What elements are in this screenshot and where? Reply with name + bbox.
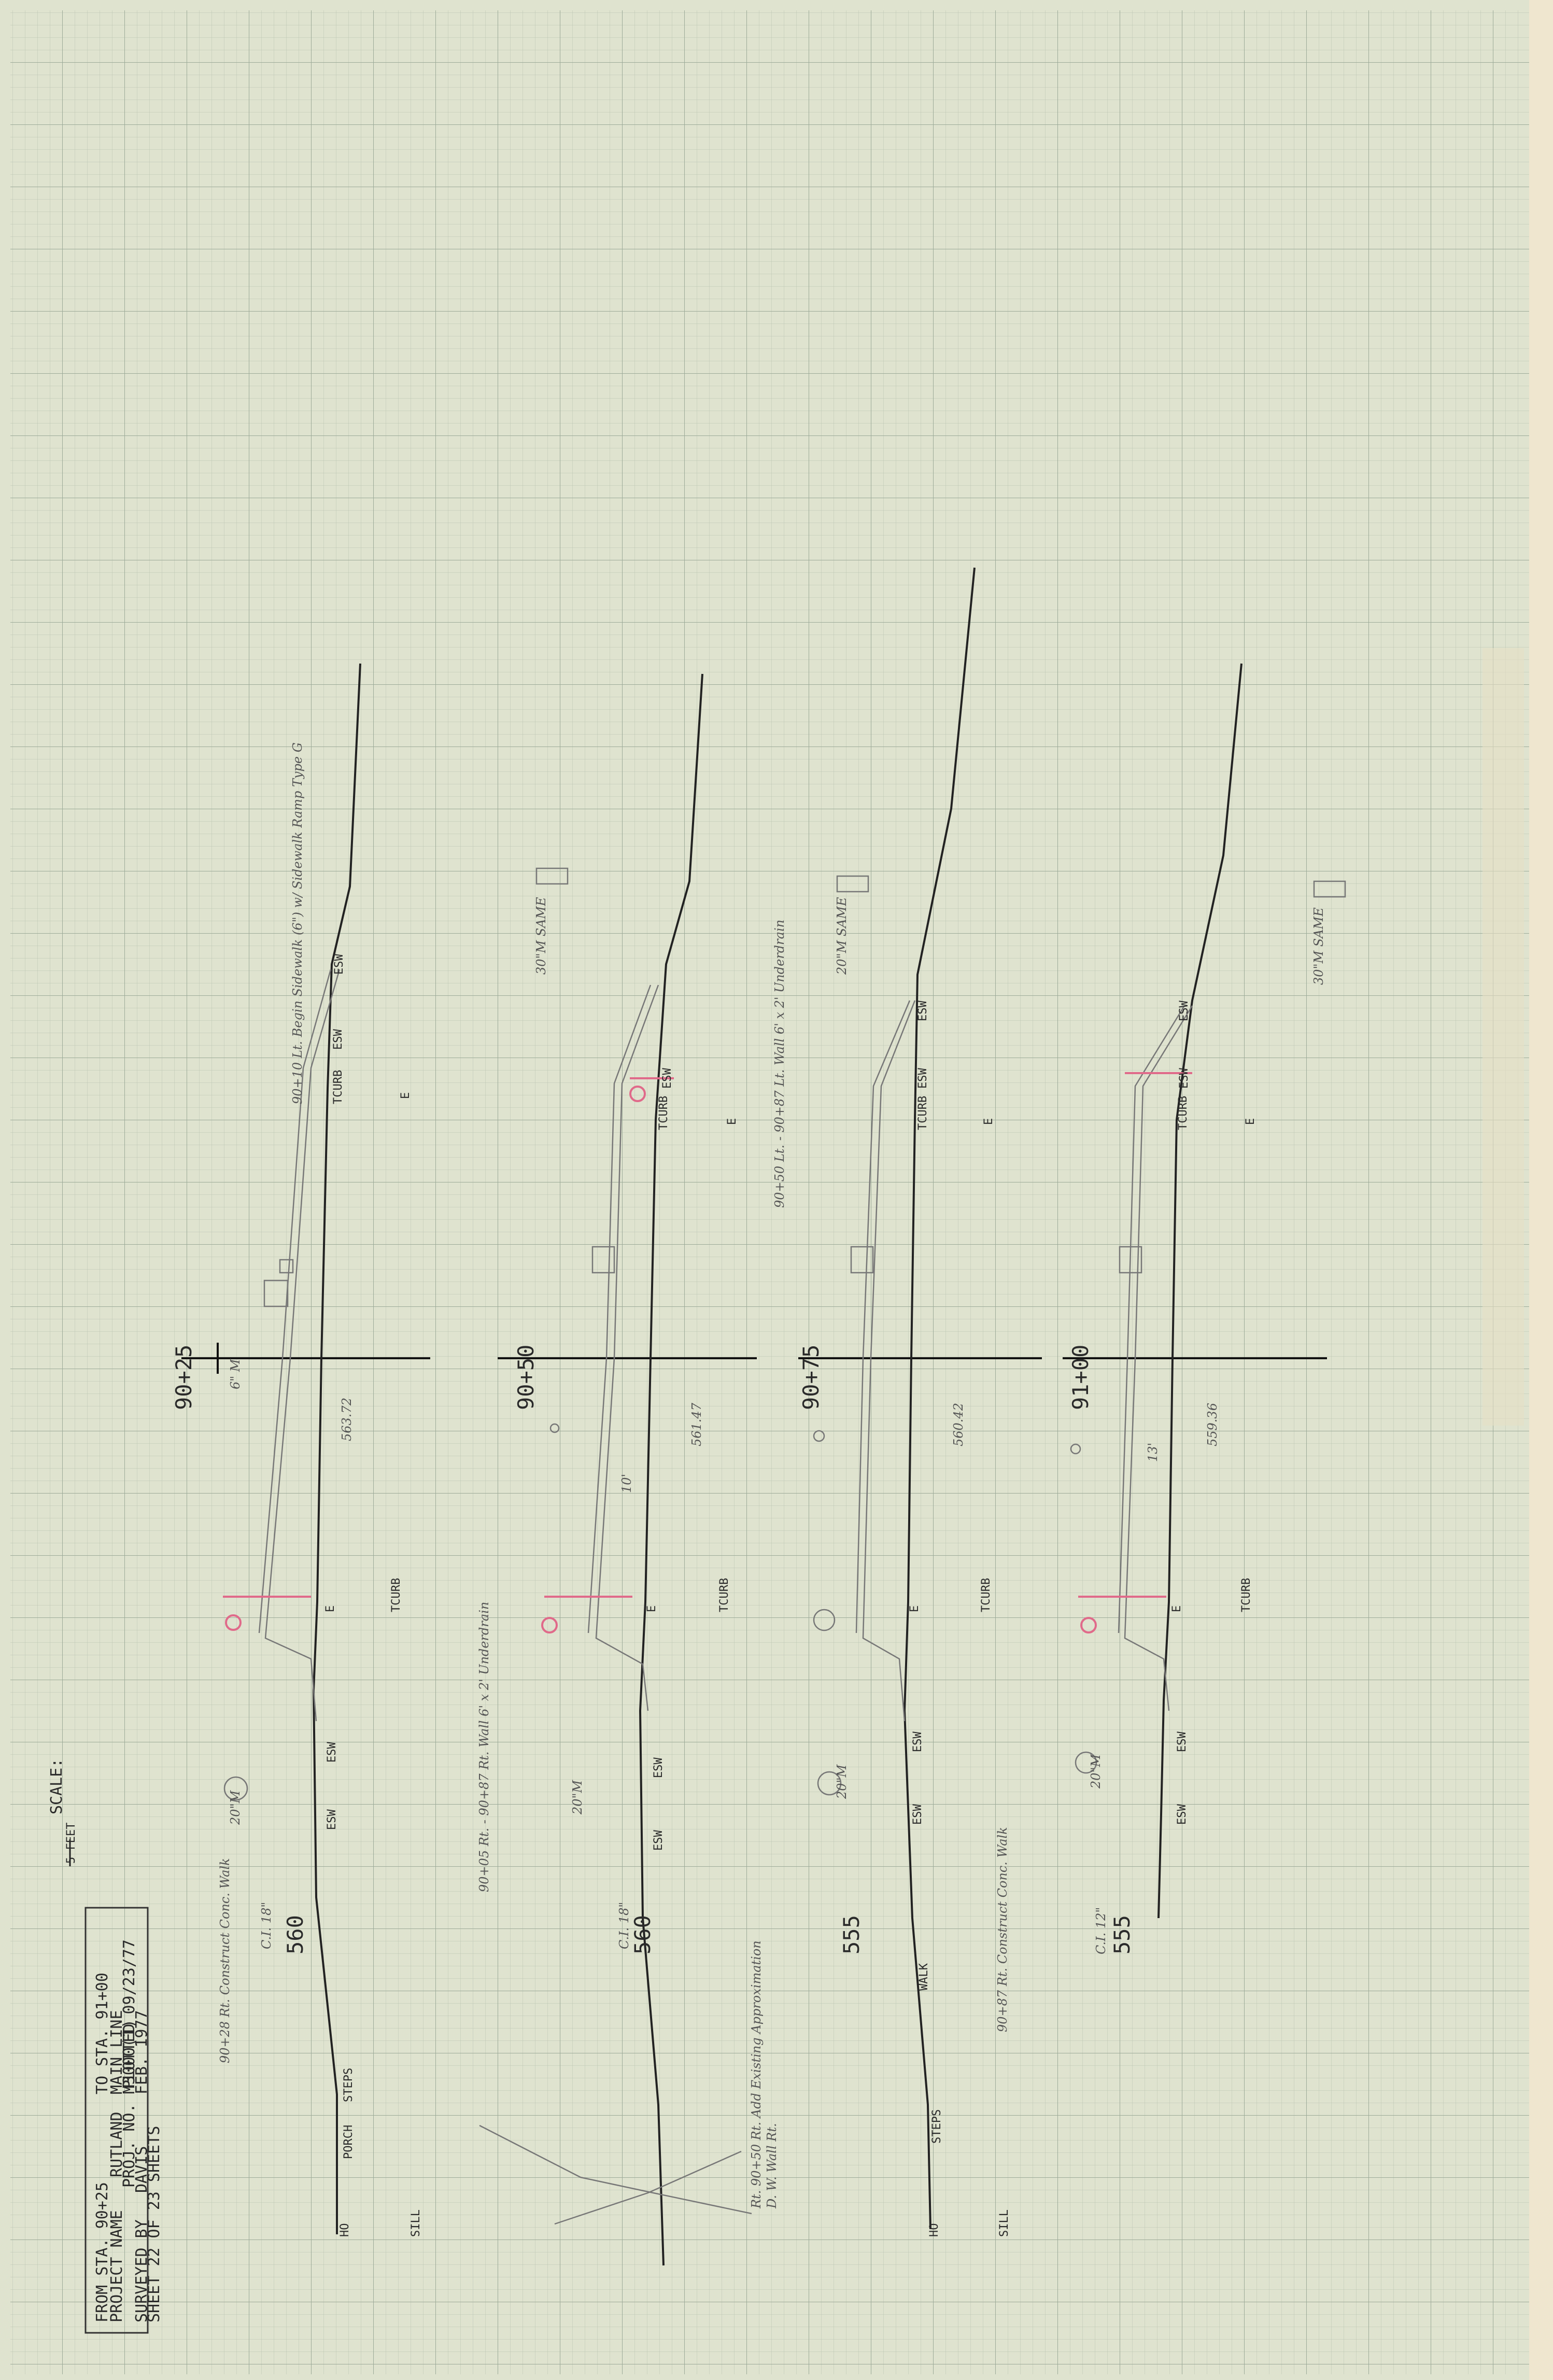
label-e: E [399,1092,412,1099]
elevation-label: 560 [283,1915,308,1954]
handwritten-note: 90+05 Rt. - 90+87 Rt. Wall 6' x 2' Under… [477,1601,491,1892]
handwritten-note: 90+87 Rt. Construct Conc. Walk [995,1827,1010,2032]
label-e: E [908,1605,921,1612]
label-sill: SILL [410,2209,422,2237]
label-ho: HO [338,2223,351,2237]
elevation-label: 555 [1109,1915,1135,1954]
title-sheet: SHEET 22 OF 23 SHEETS [145,2125,163,2322]
grade-value: 13' [1146,1442,1160,1462]
grade-value: 559.36 [1205,1403,1220,1446]
label-tcurb: TCURB [1177,1095,1190,1130]
cross-section-90-75 [798,567,1042,2230]
label-e: E [324,1605,337,1612]
label-walk: WALK [917,1963,930,1991]
label-esw: ESW [1176,1804,1189,1825]
label-esw: ESW [652,1830,665,1851]
station-label: 90+75 [798,1344,824,1410]
label-steps: STEPS [930,2109,943,2144]
label-esw: ESW [1178,1068,1191,1089]
label-esw: ESW [661,1068,674,1089]
pole-symbol [535,867,1346,898]
handwritten-note: Rt. 90+50 Rt. Add Existing Approximation [749,1940,764,2208]
label-esw: ESW [911,1731,924,1752]
grade-value: 10' [619,1473,634,1493]
grade-value: 20"M [228,1790,243,1825]
title-block-frame [84,1907,149,2334]
label-ho: HO [928,2223,941,2237]
grade-value: C.I. 18" [617,1902,631,1949]
curve-sketch [479,2124,752,2215]
label-tcurb: TCURB [332,1069,345,1104]
cross-section-90-50 [498,673,757,2266]
grade-value: 20"M [835,1764,849,1799]
label-tcurb: TCURB [1240,1578,1253,1612]
label-e: E [726,1118,739,1125]
grade-value: 20"M [570,1780,585,1814]
scale-label: SCALE: [48,1758,66,1814]
label-e: E [1244,1118,1257,1125]
graph-grid [10,10,1534,2374]
label-tcurb: TCURB [390,1578,403,1612]
label-esw: ESW [1176,1731,1189,1752]
grade-value: 560.42 [951,1403,966,1446]
cross-section-91-00 [1063,663,1327,1919]
label-tcurb: TCURB [657,1095,670,1130]
cross-section-90-25 [181,663,430,2234]
elevation-label: 560 [630,1915,655,1954]
existing-ground-line [639,673,703,2266]
label-tcurb: TCURB [916,1095,929,1130]
existing-ground-line [312,663,361,2234]
existing-ground-line [903,567,976,2230]
label-esw: ESW [326,1742,338,1763]
grade-value: 6" M [228,1359,243,1389]
handwritten-note: D. W. Wall Rt. [765,2123,779,2208]
label-tcurb: TCURB [718,1578,731,1612]
station-label: 91+00 [1068,1344,1093,1410]
label-esw: ESW [916,1001,929,1021]
grade-value: C.I. 12" [1094,1907,1108,1954]
marker-note: 30"M SAME [534,897,548,975]
existing-ground-line [1157,663,1243,1919]
station-label: 90+50 [513,1344,539,1410]
label-esw: ESW [326,1809,338,1830]
label-esw: ESW [652,1757,665,1778]
label-esw: ESW [1178,1001,1191,1021]
label-esw: ESW [333,954,346,975]
label-e: E [1170,1605,1183,1612]
label-steps: STEPS [342,2067,355,2102]
handwritten-note: 90+28 Rt. Construct Conc. Walk [218,1858,232,2063]
handwritten-note: 90+10 Lt. Begin Sidewalk (6") w/ Sidewal… [290,742,305,1104]
label-e: E [645,1605,658,1612]
handwritten-note: 90+50 Lt. - 90+87 Lt. Wall 6' x 2' Under… [772,919,787,1208]
grade-value: 20"M [1089,1754,1103,1788]
label-esw: ESW [911,1804,924,1825]
station-label: 90+25 [171,1344,196,1410]
label-esw: ESW [332,1029,345,1050]
grade-value: 561.47 [689,1403,704,1446]
label-e: E [982,1118,995,1125]
grade-value: C.I. 18" [259,1902,274,1949]
title-date: FEB. 1977 [133,2010,151,2094]
grade-value: 563.72 [340,1398,354,1441]
marker-note: 30"M SAME [1311,907,1326,985]
scale-value: 5 FEET [65,1822,78,1864]
elevation-label: 555 [839,1915,864,1954]
marker-note: 20"M SAME [835,897,849,975]
label-porch: PORCH [342,2124,355,2159]
title-project-label: PROJECT NAME [108,2210,126,2322]
label-tcurb: TCURB [980,1578,993,1612]
label-sill: SILL [998,2209,1011,2237]
label-esw: ESW [916,1068,929,1089]
